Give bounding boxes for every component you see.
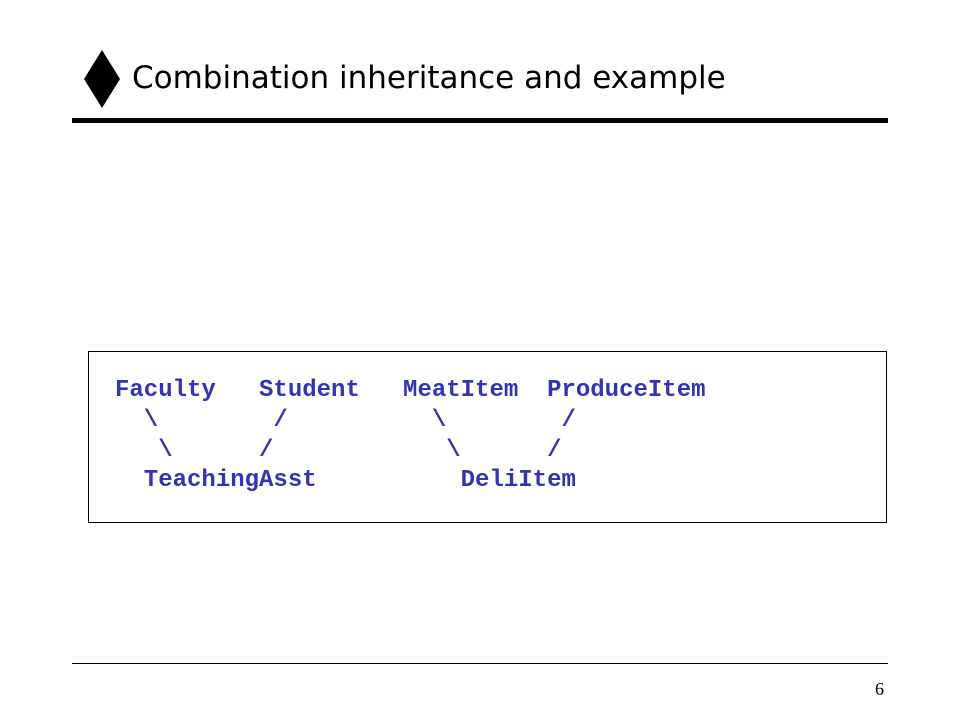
slide-title: Combination inheritance and example (132, 60, 726, 96)
inheritance-diagram-box: Faculty Student MeatItem ProduceItem \ /… (88, 351, 887, 523)
footer-divider (72, 663, 888, 664)
title-divider (72, 118, 888, 123)
diagram-line-parents: Faculty Student MeatItem ProduceItem (115, 377, 706, 404)
diamond-icon (84, 50, 120, 108)
diagram-line-children: TeachingAsst DeliItem (115, 467, 576, 494)
diagram-line-connectors-lower: \ / \ / (115, 437, 562, 464)
page-number: 6 (875, 679, 884, 699)
diagram-line-connectors-upper: \ / \ / (115, 407, 576, 434)
